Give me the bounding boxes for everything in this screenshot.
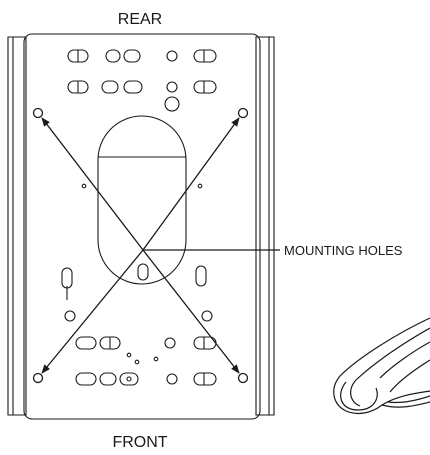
arrow-to-top-left (41, 117, 144, 251)
upper-hole-pattern (67, 49, 217, 112)
lower-hole-pattern (75, 336, 217, 386)
callout-arrows (41, 117, 280, 374)
side-slots (61, 183, 213, 322)
central-oval-cutout (97, 115, 187, 285)
front-label: FRONT (112, 434, 167, 451)
arrow-to-bottom-right (142, 249, 240, 374)
arrow-to-top-right (142, 117, 240, 251)
plate-outline (7, 33, 275, 420)
mount-hole-bottom-left (32, 372, 44, 384)
mounting-holes-label: MOUNTING HOLES (284, 243, 403, 258)
rear-label: REAR (118, 11, 162, 28)
mount-hole-bottom-right (237, 372, 249, 384)
mounting-holes (32, 107, 249, 384)
mount-hole-top-left (32, 107, 44, 119)
mount-hole-top-right (237, 107, 249, 119)
arrow-to-bottom-left (41, 249, 144, 374)
device-body (333, 317, 430, 415)
